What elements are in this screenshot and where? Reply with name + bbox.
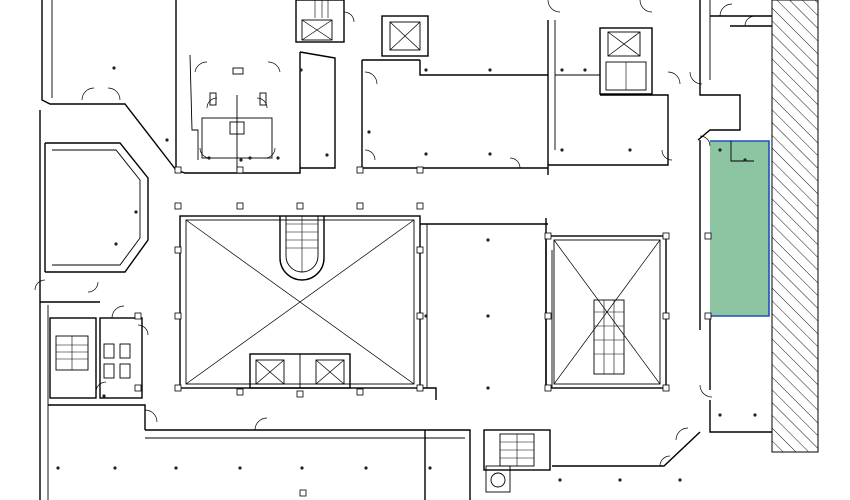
top-right-block [547,0,703,175]
column [356,166,364,174]
column [662,312,670,320]
column [134,312,142,320]
escalator-atrium [545,218,667,389]
east-hall [420,223,548,400]
column [174,246,182,254]
column [544,232,552,240]
column [662,384,670,392]
column [174,166,182,174]
highlighted-room[interactable] [710,140,770,317]
column [356,388,364,396]
column [134,384,142,392]
left-stair-cluster [49,305,149,399]
column [416,246,424,254]
atrium-elevators [249,353,351,389]
column [174,384,182,392]
restroom-block [175,0,301,174]
middle-top-block [361,0,561,169]
structural-columns [134,166,712,398]
top-stair-elevator [295,0,355,43]
corridor-room-top [299,51,336,169]
column [296,390,304,398]
bottom-right-block [483,400,772,493]
hatched-exterior-zone [771,0,819,453]
column [236,202,244,210]
column [236,166,244,174]
right-corridor [697,0,772,417]
column [416,312,424,320]
column [416,202,424,210]
column [236,388,244,396]
column [174,202,182,210]
atrium-curved-stair [279,216,325,281]
column [416,384,424,392]
left-octagon-room [34,142,149,293]
column [416,166,424,174]
column [356,202,364,210]
column [704,312,712,320]
column [662,232,670,240]
column [704,232,712,240]
column [544,384,552,392]
column [174,312,182,320]
top-left-wing [41,0,177,171]
column [544,312,552,320]
bottom-left-room [48,404,471,500]
column [296,202,304,210]
left-outer-walls [39,110,100,500]
